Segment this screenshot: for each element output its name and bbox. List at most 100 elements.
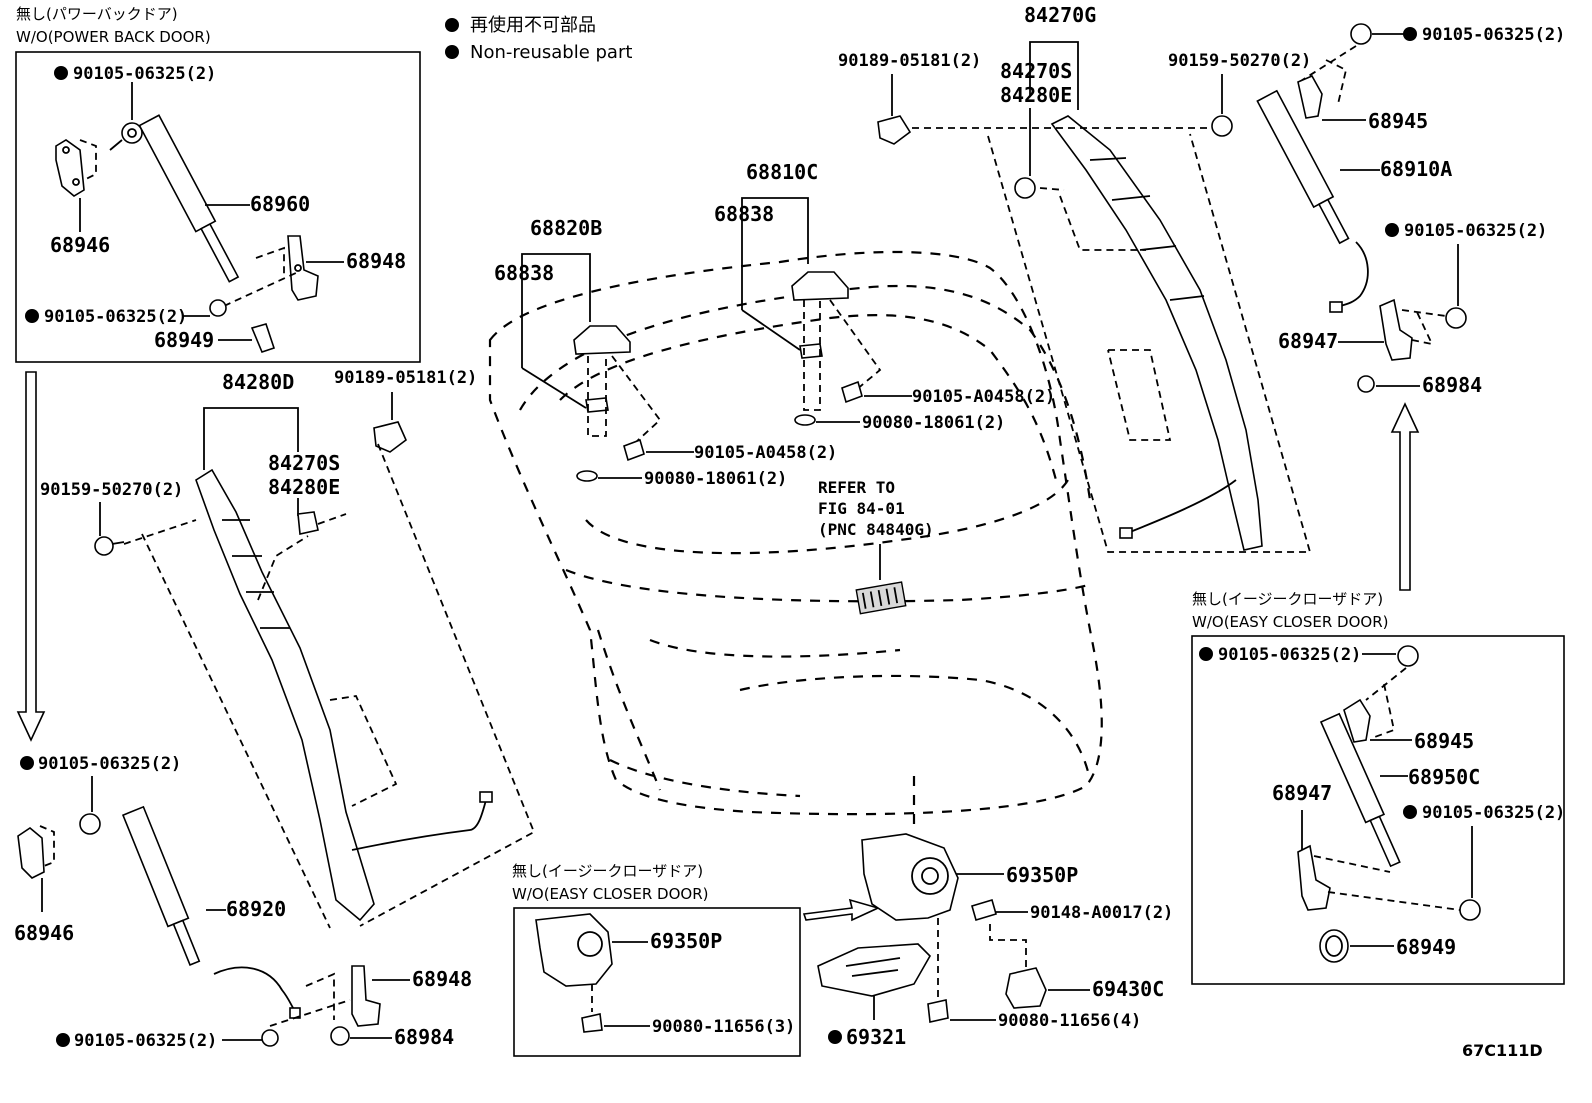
cushion-68984 bbox=[330, 1026, 350, 1046]
label-68949: 68949 bbox=[154, 328, 214, 352]
hinge-group-right: 68810C 68838 90105-A0458(2) 90080-18061(… bbox=[714, 160, 1055, 433]
wire-harness bbox=[351, 799, 487, 851]
hinge-bracket-68947 bbox=[1379, 298, 1413, 361]
hinge-bracket-68947 bbox=[1297, 844, 1331, 911]
wire-harness bbox=[1129, 479, 1237, 533]
legend-jp: 再使用不可部品 bbox=[470, 15, 596, 36]
label-69350P: 69350P bbox=[1006, 863, 1078, 887]
bolt-icon bbox=[209, 299, 227, 317]
outer-handle-69321 bbox=[817, 943, 931, 997]
gas-strut-68920 bbox=[121, 805, 190, 928]
label-68947: 68947 bbox=[1272, 781, 1332, 805]
screw-icon bbox=[1211, 115, 1233, 137]
refer-line-3: (PNC 84840G) bbox=[818, 520, 934, 539]
label-90105-06325: 90105-06325(2) bbox=[1404, 221, 1547, 241]
box-caption-jp: 無し(イージークローザドア) bbox=[1192, 590, 1383, 608]
hinge-68820B bbox=[573, 325, 631, 355]
bolt-icon bbox=[1350, 23, 1372, 45]
bolt-icon bbox=[121, 122, 143, 144]
bolt-icon bbox=[623, 438, 645, 462]
cushion-68949 bbox=[1319, 929, 1349, 963]
washer-icon bbox=[794, 414, 816, 426]
box-caption-en: W/O(EASY CLOSER DOOR) bbox=[512, 885, 708, 903]
up-arrow-icon bbox=[1390, 402, 1420, 591]
back-door-panel bbox=[488, 250, 1103, 816]
bolt-icon bbox=[841, 380, 863, 404]
easy-closer-group: 69350P 90148-A0017(2) 69430C 90080-11656… bbox=[817, 776, 1173, 1049]
bolt-icon bbox=[261, 1029, 279, 1047]
label-84270G: 84270G bbox=[1024, 3, 1096, 27]
label-68945: 68945 bbox=[1414, 729, 1474, 753]
label-68810C: 68810C bbox=[746, 160, 818, 184]
label-90080-11656: 90080-11656(3) bbox=[652, 1017, 795, 1037]
hinge-bracket-68946 bbox=[55, 139, 85, 197]
clip-90189-05181 bbox=[373, 421, 407, 453]
hinge-68810C bbox=[791, 271, 849, 301]
label-68947: 68947 bbox=[1278, 329, 1338, 353]
hinge-bracket-68948 bbox=[287, 235, 319, 301]
label-68946: 68946 bbox=[50, 233, 110, 257]
cushion-68949 bbox=[250, 323, 276, 353]
label-68820B: 68820B bbox=[530, 216, 602, 240]
hinge-bracket-68945 bbox=[1343, 698, 1371, 743]
label-68984: 68984 bbox=[1422, 373, 1482, 397]
box-caption-jp: 無し(パワーバックドア) bbox=[16, 5, 178, 23]
box-frame bbox=[513, 907, 801, 1057]
shim-68838 bbox=[585, 397, 609, 413]
label-68838: 68838 bbox=[494, 261, 554, 285]
label-90189-05181: 90189-05181(2) bbox=[334, 368, 477, 388]
label-68920: 68920 bbox=[226, 897, 286, 921]
label-84280E: 84280E bbox=[268, 475, 340, 499]
bolt-icon bbox=[79, 813, 101, 835]
diagram-code: 67C111D bbox=[1462, 1041, 1543, 1060]
back-door-outline: REFER TO FIG 84-01 (PNC 84840G) bbox=[488, 250, 1103, 816]
non-reusable-dot-icon bbox=[445, 45, 459, 59]
label-68946: 68946 bbox=[14, 921, 74, 945]
label-90105-06325: 90105-06325(2) bbox=[74, 1031, 217, 1051]
clip-84280E bbox=[297, 511, 319, 535]
label-90080-11656: 90080-11656(4) bbox=[998, 1011, 1141, 1031]
label-90105-A0458: 90105-A0458(2) bbox=[912, 387, 1055, 407]
box-easy-closer-right: 無し(イージークローザドア) W/O(EASY CLOSER DOOR) 901… bbox=[1191, 590, 1565, 985]
label-90080-18061: 90080-18061(2) bbox=[862, 413, 1005, 433]
non-reusable-dot-icon bbox=[445, 18, 459, 32]
label-90159-50270: 90159-50270(2) bbox=[1168, 51, 1311, 71]
label-68949: 68949 bbox=[1396, 935, 1456, 959]
back-door-handle bbox=[855, 581, 907, 615]
screw-icon bbox=[971, 899, 997, 921]
down-arrow-icon bbox=[16, 371, 46, 742]
label-90189-05181: 90189-05181(2) bbox=[838, 51, 981, 71]
striker-69430C bbox=[1005, 967, 1047, 1009]
box-caption-en: W/O(POWER BACK DOOR) bbox=[16, 28, 211, 46]
label-90159-50270: 90159-50270(2) bbox=[40, 480, 183, 500]
bolt-icon bbox=[927, 999, 949, 1023]
hinge-bracket-68945 bbox=[1297, 74, 1323, 119]
clip-84280E bbox=[1014, 177, 1036, 199]
label-68945: 68945 bbox=[1368, 109, 1428, 133]
gas-strut-68910A bbox=[1256, 89, 1335, 209]
bolt-icon bbox=[1445, 307, 1467, 329]
screw-icon bbox=[94, 536, 114, 556]
shim-68838 bbox=[799, 343, 823, 359]
label-90105-06325: 90105-06325(2) bbox=[73, 64, 216, 84]
back-door-side-trim-84280D bbox=[195, 468, 375, 922]
label-84280D: 84280D bbox=[222, 370, 294, 394]
bolt-icon bbox=[581, 1013, 603, 1033]
top-right-strut-group: 90105-06325(2) 68945 68910A 90105-06325(… bbox=[1256, 23, 1565, 397]
box-caption-jp: 無し(イージークローザドア) bbox=[512, 862, 703, 880]
label-68948: 68948 bbox=[412, 967, 472, 991]
right-arrow-icon bbox=[802, 898, 881, 922]
hinge-bracket-68948 bbox=[351, 965, 381, 1027]
hinge-group-left: 68820B 68838 90105-A0458(2) 90080-18061(… bbox=[494, 216, 837, 489]
door-lock-69350P bbox=[861, 833, 959, 921]
label-90105-06325: 90105-06325(2) bbox=[38, 754, 181, 774]
label-90105-A0458: 90105-A0458(2) bbox=[694, 443, 837, 463]
box-caption-en: W/O(EASY CLOSER DOOR) bbox=[1192, 613, 1388, 631]
legend-en: Non-reusable part bbox=[470, 42, 632, 63]
left-trim-group: 84280D 84270S 84280E 90189-05181(2) 9015… bbox=[40, 368, 536, 929]
hinge-bracket-68946 bbox=[17, 827, 45, 879]
refer-line-1: REFER TO bbox=[818, 478, 895, 497]
box-frame bbox=[15, 51, 421, 363]
